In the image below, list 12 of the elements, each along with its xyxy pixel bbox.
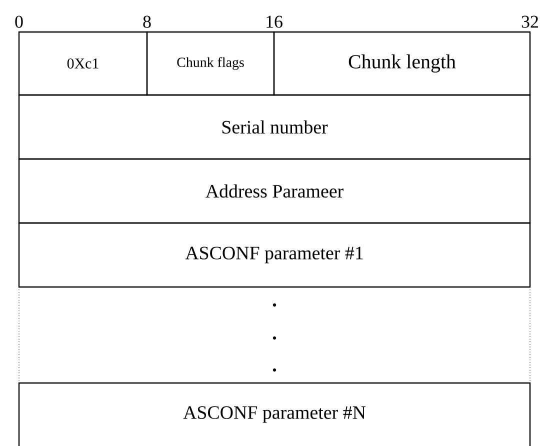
bit-position: 32 xyxy=(522,16,538,28)
bit-position: 8 xyxy=(143,16,151,28)
bit-position: 16 xyxy=(266,16,282,28)
ellipsis-row xyxy=(18,286,530,384)
field-cell: ASCONF parameter #1 xyxy=(18,222,531,288)
bit-position: 0 xyxy=(15,16,23,28)
field-cell: Chunk length xyxy=(273,31,531,96)
field-cell: ASCONF parameter #N xyxy=(18,382,531,446)
field-cell: 0Xc1 xyxy=(18,31,148,96)
field-cell: Address Parameer xyxy=(18,158,531,224)
field-cell: Chunk flags xyxy=(146,31,275,96)
field-cell: Serial number xyxy=(18,94,531,160)
